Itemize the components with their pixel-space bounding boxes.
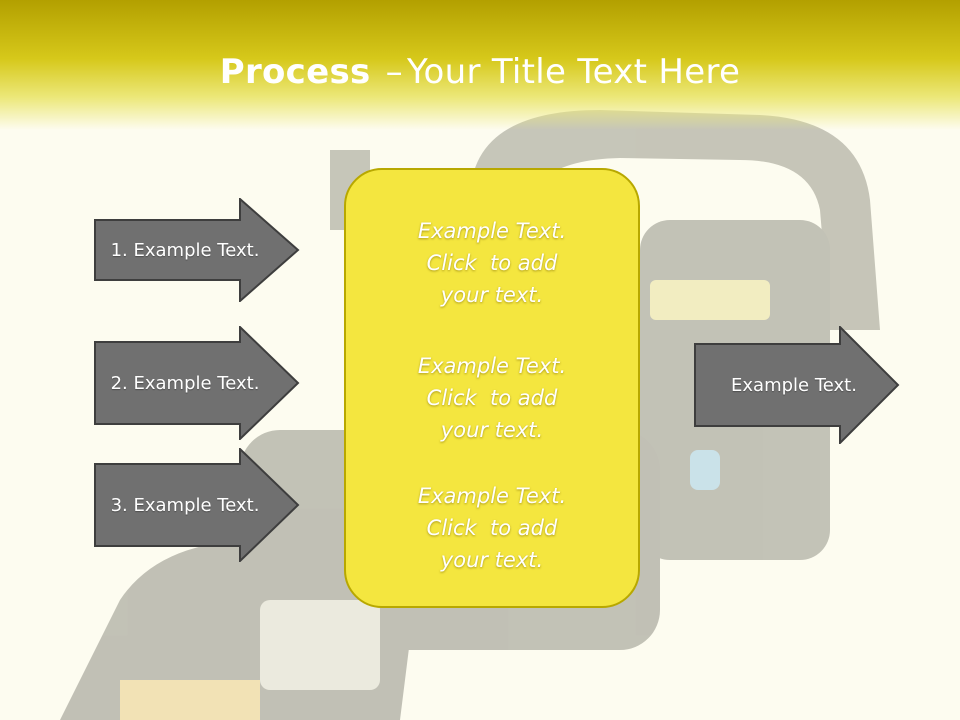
- block-1-line-2: Click to add: [426, 251, 558, 275]
- arrow-step-2[interactable]: 2. Example Text.: [94, 326, 300, 440]
- center-text-block-1[interactable]: Example Text. Click to add your text.: [346, 215, 638, 311]
- title-rest: Your Title Text Here: [406, 52, 741, 92]
- center-text-box[interactable]: Example Text. Click to add your text. Ex…: [344, 168, 640, 608]
- arrow-shape-icon: [94, 326, 300, 440]
- block-2-line-2: Click to add: [426, 386, 558, 410]
- arrow-step-1-label: 1. Example Text.: [110, 239, 260, 261]
- arrow-output-label: Example Text.: [731, 374, 857, 396]
- center-text-block-3[interactable]: Example Text. Click to add your text.: [346, 480, 638, 576]
- block-1-line-1: Example Text.: [417, 219, 567, 243]
- arrow-shape-icon: [94, 198, 300, 302]
- block-2-line-3: your text.: [440, 418, 544, 442]
- slide-title[interactable]: Process –Your Title Text Here: [0, 52, 960, 92]
- block-1-line-3: your text.: [440, 283, 544, 307]
- center-text-block-2[interactable]: Example Text. Click to add your text.: [346, 350, 638, 446]
- title-dash: –: [385, 52, 403, 92]
- title-bold: Process: [219, 52, 371, 92]
- arrow-step-3[interactable]: 3. Example Text.: [94, 448, 300, 562]
- arrow-output[interactable]: Example Text.: [694, 326, 900, 444]
- block-2-line-1: Example Text.: [417, 354, 567, 378]
- arrow-step-1[interactable]: 1. Example Text.: [94, 198, 300, 302]
- arrow-step-2-label: 2. Example Text.: [110, 372, 260, 394]
- arrow-shape-icon: [94, 448, 300, 562]
- block-3-line-2: Click to add: [426, 516, 558, 540]
- arrow-step-3-label: 3. Example Text.: [110, 494, 260, 516]
- title-banner: [0, 0, 960, 130]
- block-3-line-1: Example Text.: [417, 484, 567, 508]
- arrow-shape-icon: [694, 326, 900, 444]
- block-3-line-3: your text.: [440, 548, 544, 572]
